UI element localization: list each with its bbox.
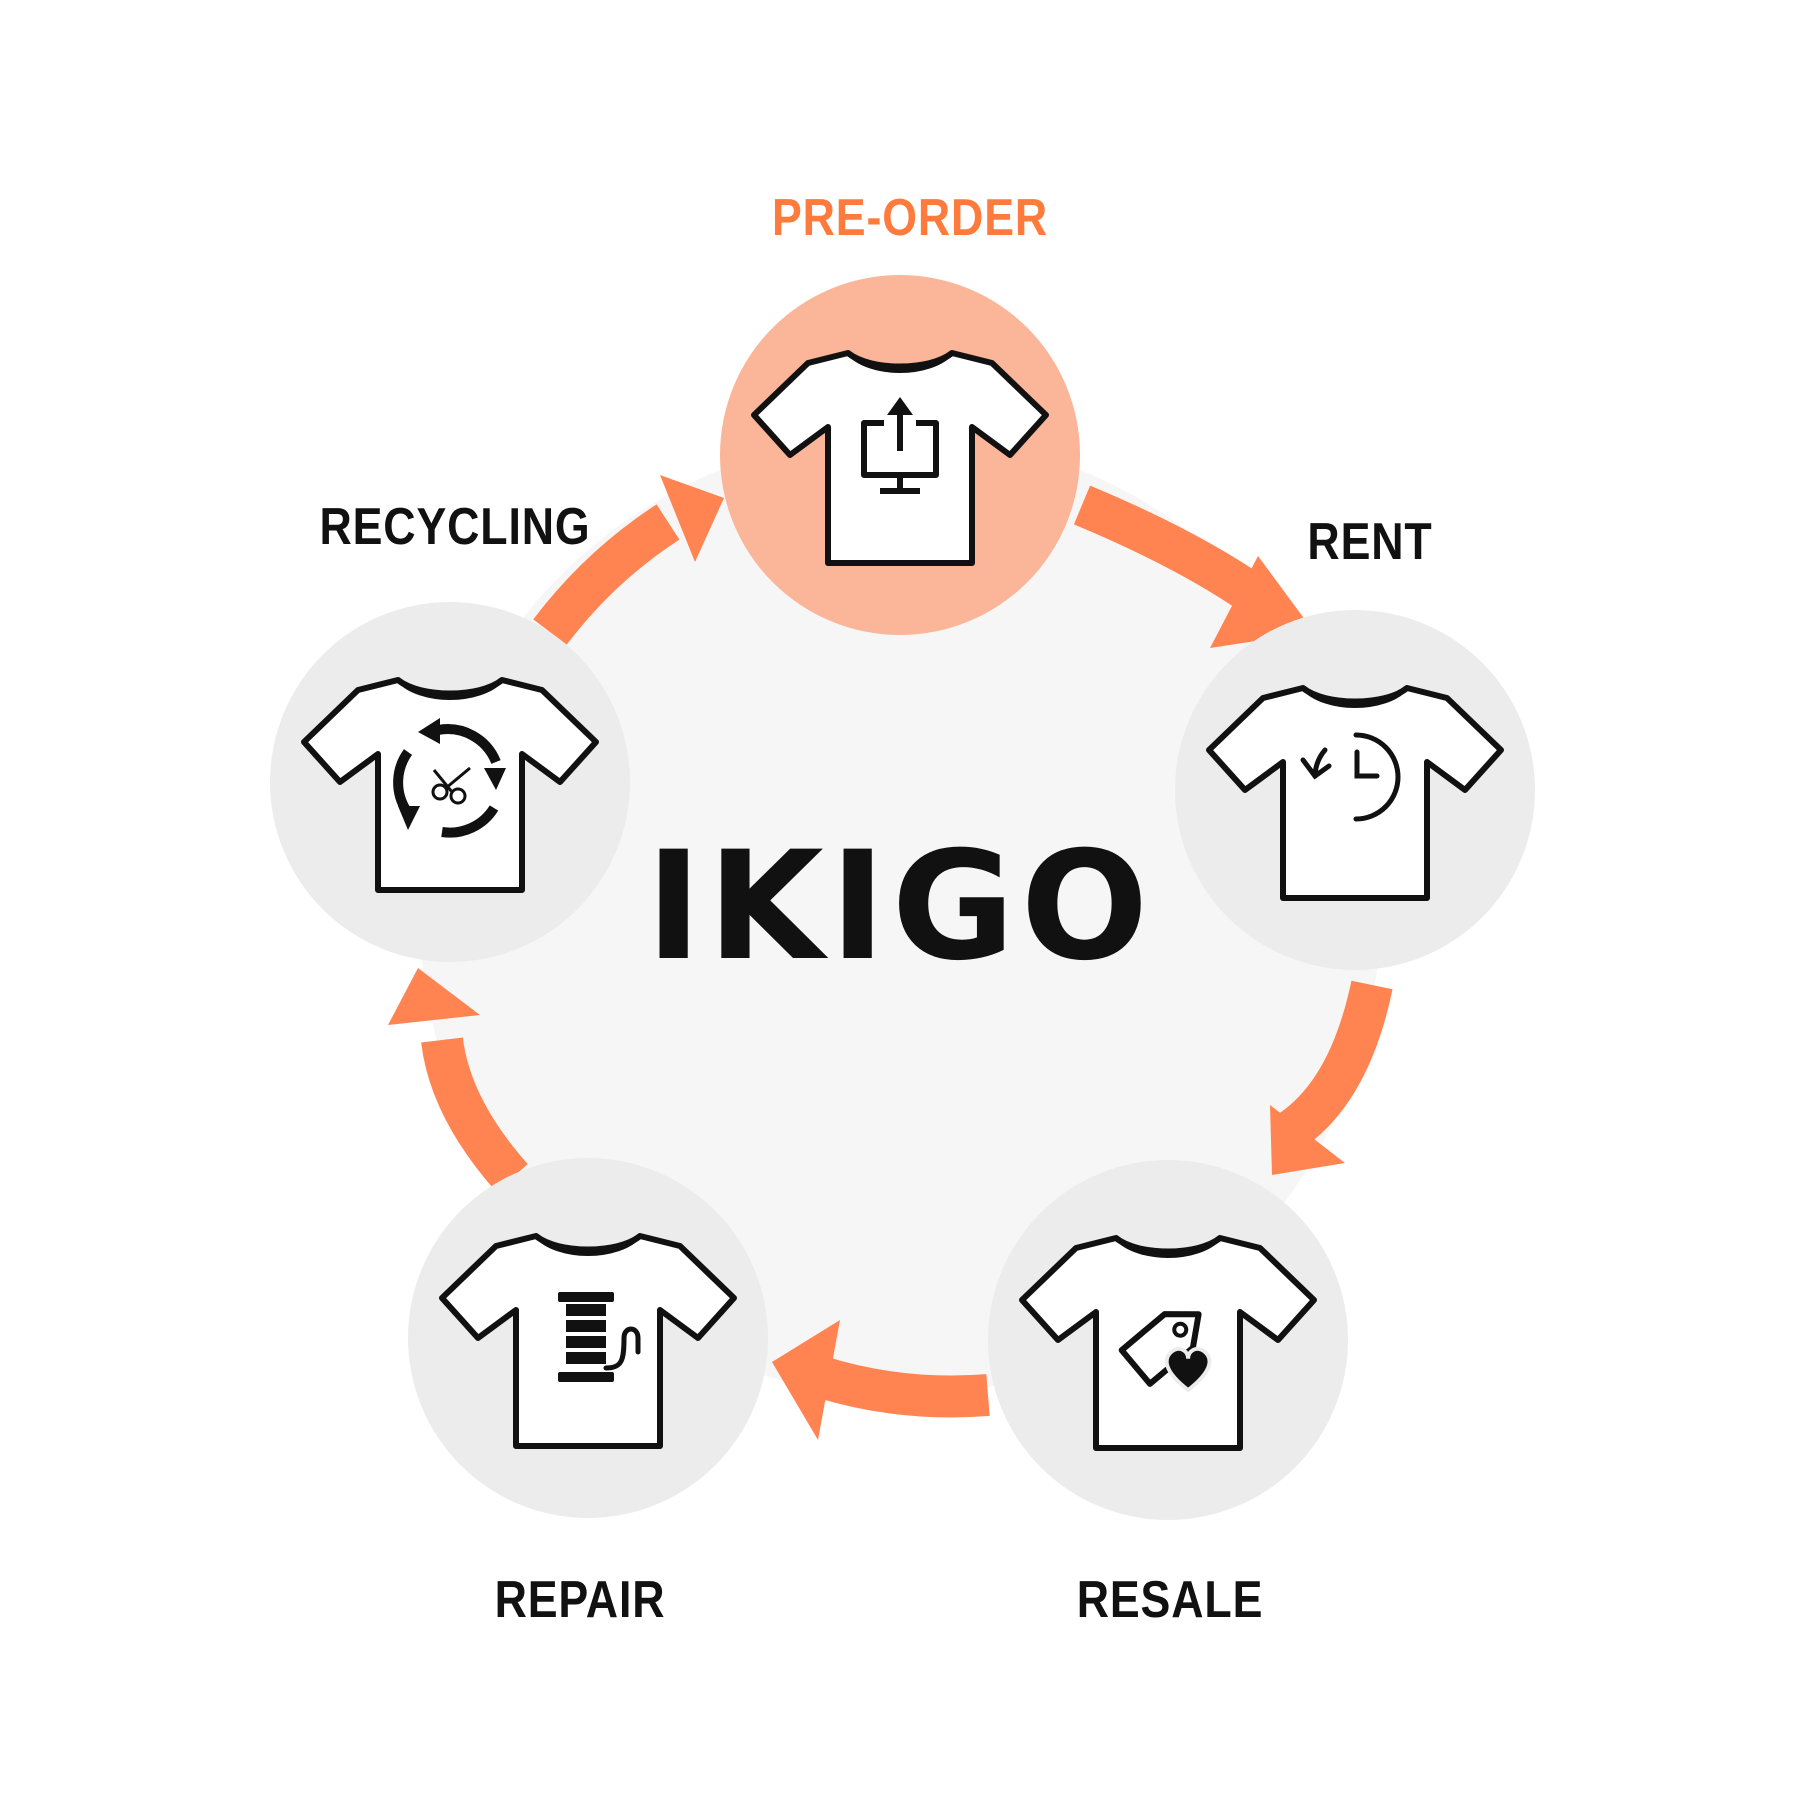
upload-monitor-icon (861, 397, 939, 494)
stage-label-pre-order: PRE-ORDER (771, 189, 1049, 247)
price-tag-heart-icon (1118, 1311, 1212, 1393)
stage-label-recycling: RECYCLING (319, 498, 591, 556)
arrow-resale-to-repair (772, 1320, 990, 1440)
node-resale (988, 1160, 1348, 1520)
thread-spool-icon (558, 1292, 641, 1382)
scissors-recycle-icon (393, 718, 506, 838)
center-disc (420, 435, 1380, 1395)
stage-label-resale: RESALE (1076, 1571, 1264, 1629)
clock-history-icon (1300, 732, 1401, 822)
node-pre-order (720, 275, 1080, 635)
node-repair (408, 1158, 768, 1518)
node-rent (1175, 610, 1535, 970)
arrow-repair-to-recycling (388, 968, 528, 1192)
arrow-rent-to-resale (1270, 980, 1393, 1175)
arrow-recycling-to-pre-order (533, 475, 724, 645)
stage-label-repair: REPAIR (494, 1571, 666, 1629)
stage-label-rent: RENT (1307, 513, 1433, 571)
node-recycling (270, 602, 630, 962)
brand-title: IKIGO (645, 820, 1155, 994)
